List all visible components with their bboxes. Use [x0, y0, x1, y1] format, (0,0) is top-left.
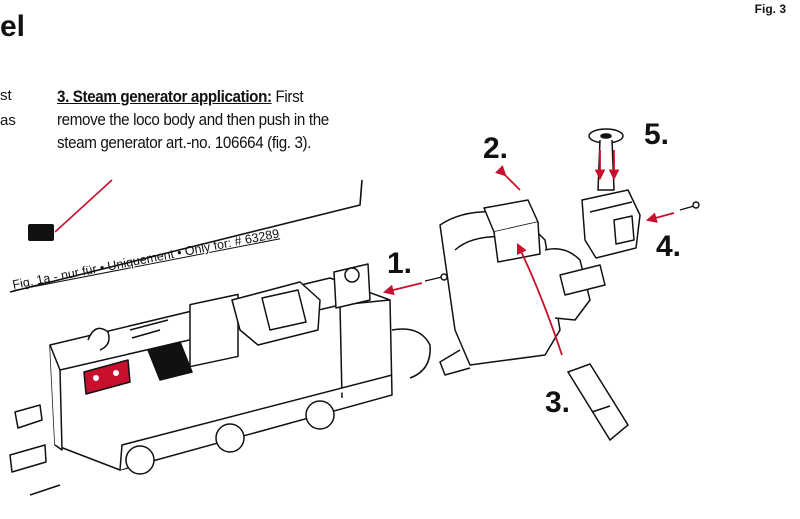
left-column-fragment: as — [0, 112, 16, 129]
steam-generator-part-icon — [28, 224, 54, 241]
boiler-assembly — [439, 199, 606, 376]
screws — [424, 201, 700, 282]
step-number-1: 1. — [387, 247, 413, 280]
inset-frame — [9, 179, 363, 293]
red-arrows — [382, 150, 675, 356]
locomotive-chassis — [9, 263, 431, 496]
figure-label: Fig. 3 — [754, 2, 786, 16]
left-column-fragment: st — [0, 87, 12, 104]
step-number-2: 2. — [483, 132, 509, 165]
instruction-paragraph: 3. Steam generator application: First re… — [57, 86, 355, 155]
step-number-5: 5. — [644, 118, 670, 151]
steam-generator-assembly — [581, 128, 641, 259]
instruction-heading: 3. Steam generator application: — [57, 88, 272, 106]
instruction-body: First remove the loco body and then push… — [57, 88, 329, 152]
title-fragment: el — [0, 10, 26, 43]
screwdriver-tool — [566, 363, 629, 442]
step-number-4: 4. — [656, 230, 682, 263]
step-number-3: 3. — [545, 386, 571, 419]
